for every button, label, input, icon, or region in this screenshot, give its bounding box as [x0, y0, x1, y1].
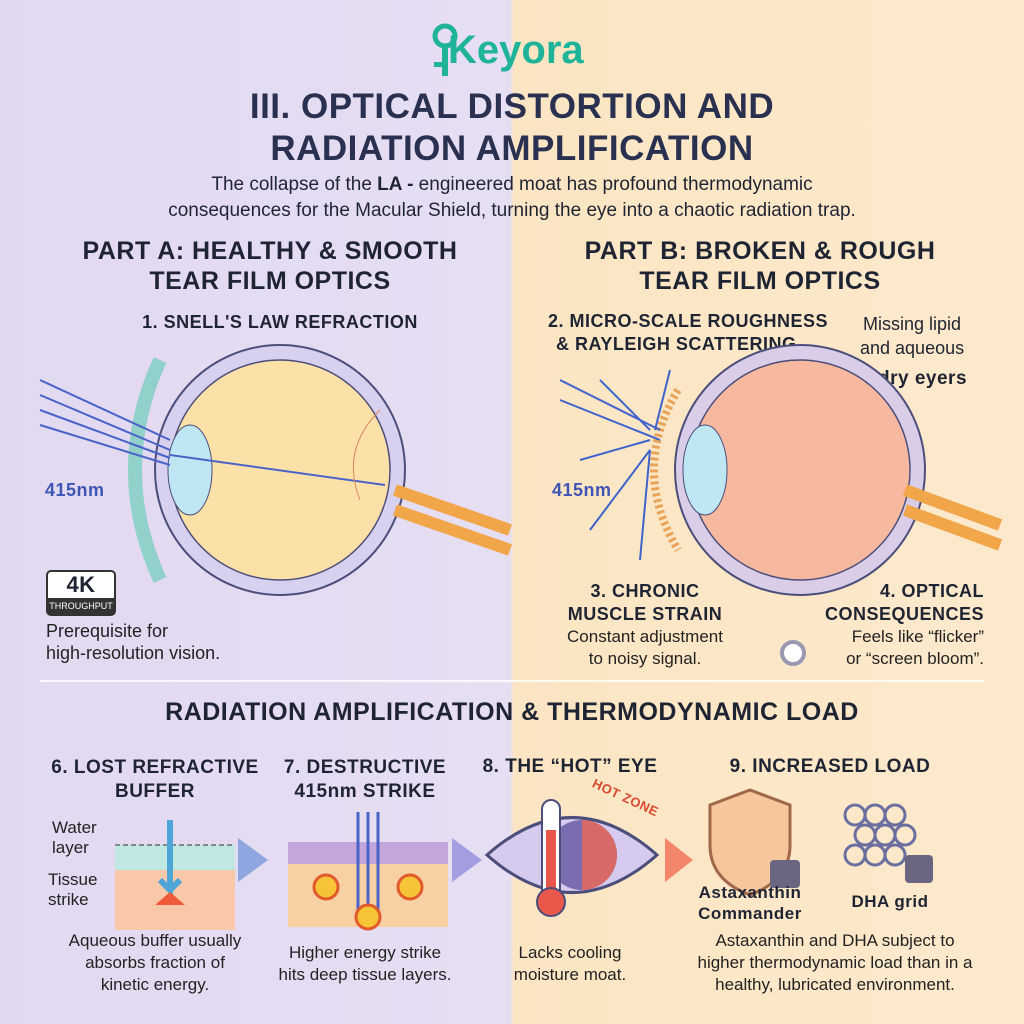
s9-heading: 9. INCREASED LOAD — [729, 756, 931, 777]
arrow-icon — [665, 838, 693, 882]
subtitle-line2: consequences for the Macular Shield, tur… — [168, 200, 856, 221]
logo: Keyora — [430, 20, 600, 80]
s7-heading2: 415nm STRIKE — [294, 781, 436, 802]
s7-heading: 7. DESTRUCTIVE — [283, 757, 447, 778]
badge-4k: 4K — [66, 572, 96, 597]
missing-aqueous-text: and aqueous — [860, 338, 965, 358]
part-b-heading2: TEAR FILM OPTICS — [639, 267, 881, 295]
subtitle-text: The collapse of the — [211, 174, 378, 195]
prereq-text2: high-resolution vision. — [46, 643, 221, 663]
strike-illustration — [288, 812, 448, 931]
s7-text2: hits deep tissue layers. — [278, 965, 452, 984]
shield-icon — [708, 788, 800, 897]
tissue-label2: strike — [48, 890, 89, 909]
roughness-label: 2. MICRO-SCALE ROUGHNESS — [548, 311, 829, 331]
prereq-text: Prerequisite for — [46, 621, 169, 641]
s9-text3: healthy, lubricated environment. — [715, 975, 955, 994]
divider — [40, 680, 984, 682]
s6-heading2: BUFFER — [114, 781, 196, 802]
damaged-eye-diagram — [559, 344, 1003, 596]
hot-eye-illustration — [484, 799, 660, 917]
s6-heading: 6. LOST REFRACTIVE — [51, 757, 259, 778]
s8-text2: moisture moat. — [513, 965, 627, 984]
s6-text2: absorbs fraction of — [85, 953, 225, 972]
s7-text: Higher energy strike — [288, 943, 442, 962]
astaxanthin-label: Astaxanthin — [698, 883, 802, 902]
dha-grid-icon — [843, 803, 933, 883]
part-a-heading: PART A: HEALTHY & SMOOTH — [82, 237, 458, 265]
subtitle-text: engineered moat has profound thermodynam… — [413, 174, 813, 195]
optical-consequences-heading2: CONSEQUENCES — [824, 604, 984, 624]
page-title-line2: RADIATION AMPLIFICATION — [270, 129, 754, 168]
arrow-icon — [238, 838, 268, 882]
page-title-line1: III. OPTICAL DISTORTION AND — [249, 87, 775, 126]
subtitle: The collapse of the LA - engineered moat… — [0, 172, 1024, 224]
s9-text2: higher thermodynamic load than in a — [697, 953, 973, 972]
wavelength-label-b: 415nm — [552, 480, 612, 500]
subtitle-bold: LA - — [377, 174, 414, 195]
water-label2: layer — [52, 838, 89, 857]
4k-badge: 4K THROUGHPUT — [46, 570, 116, 616]
buffer-illustration — [115, 820, 235, 930]
part-a-heading2: TEAR FILM OPTICS — [149, 267, 391, 295]
arrow-icon — [452, 838, 482, 882]
weight-icon — [770, 860, 800, 888]
dry-eyes-label: dry eyers — [878, 368, 968, 389]
glare-icon — [780, 640, 806, 666]
tissue-label: Tissue — [48, 870, 98, 889]
bottom-heading: RADIATION AMPLIFICATION & THERMODYNAMIC … — [165, 698, 859, 726]
s6-text: Aqueous buffer usually — [68, 931, 242, 950]
optical-text2: or “screen bloom”. — [846, 649, 984, 668]
water-label: Water — [52, 818, 97, 837]
muscle-strain-heading: 3. CHRONIC — [590, 581, 700, 601]
muscle-strain-text2: to noisy signal. — [588, 649, 702, 668]
optical-consequences-heading: 4. OPTICAL — [879, 581, 984, 601]
s8-heading: 8. THE “HOT” EYE — [482, 756, 658, 777]
s9-text: Astaxanthin and DHA subject to — [715, 931, 955, 950]
s6-text3: kinetic energy. — [100, 975, 210, 994]
logo-text: Keyora — [448, 28, 584, 72]
badge-throughput: THROUGHPUT — [48, 598, 114, 614]
healthy-eye-diagram — [39, 344, 512, 596]
dha-label: DHA grid — [851, 892, 929, 911]
snells-law-label: 1. SNELL'S LAW REFRACTION — [142, 312, 418, 332]
astaxanthin-label2: Commander — [698, 904, 802, 923]
scattering-label: & RAYLEIGH SCATTERING — [556, 334, 797, 354]
wavelength-label-a: 415nm — [45, 480, 105, 500]
missing-lipid-text: Missing lipid — [863, 314, 962, 334]
key-icon — [432, 23, 458, 76]
muscle-strain-heading2: MUSCLE STRAIN — [567, 604, 723, 624]
s8-text: Lacks cooling — [518, 943, 622, 962]
muscle-strain-text: Constant adjustment — [567, 627, 723, 646]
optical-text: Feels like “flicker” — [851, 627, 984, 646]
part-b-heading: PART B: BROKEN & ROUGH — [584, 237, 936, 265]
